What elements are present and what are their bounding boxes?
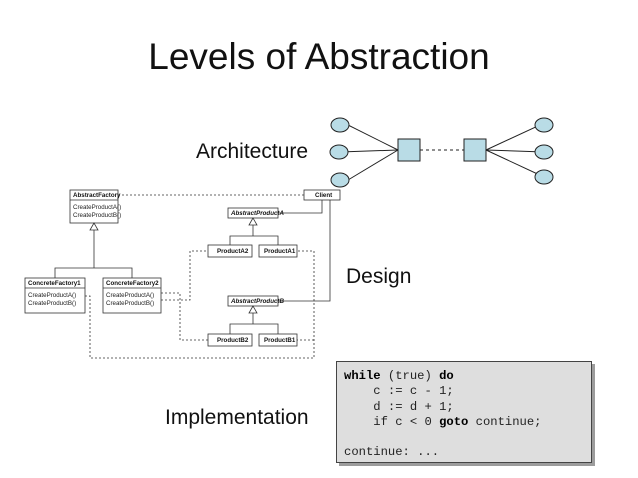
uml-productb1-name: ProductB1	[264, 337, 296, 344]
code-line3: d := d + 1;	[344, 399, 454, 414]
code-line2: c := c - 1;	[344, 384, 454, 399]
arch-node-right-bottom	[534, 169, 554, 185]
architecture-label: Architecture	[196, 140, 309, 163]
slide-title: Levels of Abstraction	[148, 36, 490, 77]
arch-node-right-top	[534, 117, 554, 133]
uml-abstractfactory-name: AbstractFactory	[73, 192, 121, 199]
implementation-label: Implementation	[165, 406, 309, 429]
code-line4-pre: if c < 0	[344, 414, 440, 429]
uml-productb2-name: ProductB2	[217, 337, 249, 344]
code-line6: continue: ...	[344, 445, 440, 460]
design-label: Design	[346, 265, 412, 288]
uml-abstractfactory-op2: CreateProductB()	[73, 212, 121, 219]
code-line4-post: continue;	[468, 414, 542, 429]
uml-concretefactory1-op2: CreateProductB()	[28, 300, 76, 307]
code-keyword-while: while	[344, 369, 381, 383]
uml-producta2-name: ProductA2	[217, 248, 249, 255]
uml-abstractfactory-op1: CreateProductA()	[73, 204, 121, 211]
code-line1-condition: (true)	[380, 369, 440, 383]
uml-producta1-name: ProductA1	[264, 248, 296, 255]
uml-abstractproducta-name: AbstractProductA	[230, 210, 284, 217]
uml-concretefactory2-op2: CreateProductB()	[106, 300, 154, 307]
code-keyword-do: do	[439, 369, 454, 383]
arch-node-right-middle	[534, 144, 554, 160]
uml-concretefactory2-name: ConcreteFactory2	[106, 280, 159, 287]
arch-component-left	[397, 138, 421, 162]
code-block: while (true) do c := c - 1; d := d + 1; …	[344, 369, 541, 461]
arch-node-left-bottom	[330, 172, 350, 188]
uml-concretefactory1-name: ConcreteFactory1	[28, 280, 81, 287]
uml-client-name: Client	[315, 192, 332, 199]
arch-node-left-middle	[329, 144, 349, 160]
code-box: while (true) do c := c - 1; d := d + 1; …	[336, 361, 592, 463]
arch-component-right	[463, 138, 487, 162]
uml-concretefactory1-op1: CreateProductA()	[28, 292, 76, 299]
arch-node-left-top	[330, 117, 350, 133]
uml-concretefactory2-op1: CreateProductA()	[106, 292, 154, 299]
code-keyword-goto: goto	[439, 414, 469, 429]
uml-abstractproductb-name: AbstractProductB	[230, 298, 284, 305]
